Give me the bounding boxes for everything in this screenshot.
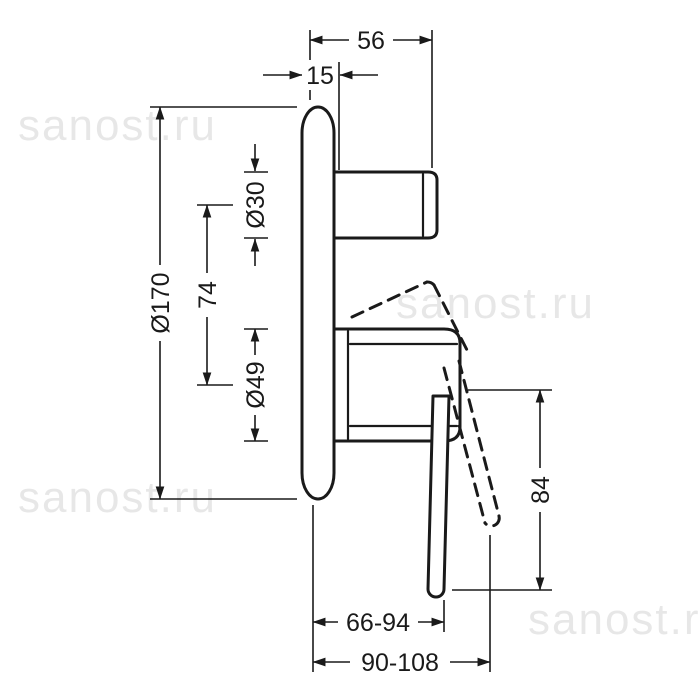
dim-30: Ø30 xyxy=(240,144,270,266)
dim-66-94: 66-94 xyxy=(312,505,445,672)
handle-lever-rotated-dashed xyxy=(350,280,501,528)
dim-15-label: 15 xyxy=(306,62,334,90)
watermark-text: sanost.ru xyxy=(18,101,217,150)
dim-84: 84 xyxy=(452,389,555,591)
dim-30-label: Ø30 xyxy=(242,181,270,228)
watermark-text: sanost.ru xyxy=(528,595,700,644)
dim-170: Ø170 xyxy=(145,106,297,500)
dim-74: 74 xyxy=(192,204,233,386)
dim-90-108: 90-108 xyxy=(312,535,491,677)
watermark-text: sanost.ru xyxy=(396,279,595,328)
dim-49: Ø49 xyxy=(240,328,270,442)
dim-49-label: Ø49 xyxy=(242,361,270,408)
dim-56-label: 56 xyxy=(357,27,385,55)
dim-15: 15 xyxy=(263,60,378,170)
dim-84-label: 84 xyxy=(527,476,555,504)
handle-lever xyxy=(426,394,451,599)
dim-90-108-label: 90-108 xyxy=(361,649,439,677)
mixer-parts xyxy=(300,105,501,599)
escutcheon-plate xyxy=(300,105,336,501)
dim-74-label: 74 xyxy=(194,281,222,309)
watermark-text: sanost.ru xyxy=(18,473,217,522)
valve-body xyxy=(332,170,439,240)
dim-170-label: Ø170 xyxy=(147,272,175,333)
watermarks: sanost.ru sanost.ru sanost.ru sanost.ru xyxy=(18,101,700,644)
dim-66-94-label: 66-94 xyxy=(346,609,410,637)
